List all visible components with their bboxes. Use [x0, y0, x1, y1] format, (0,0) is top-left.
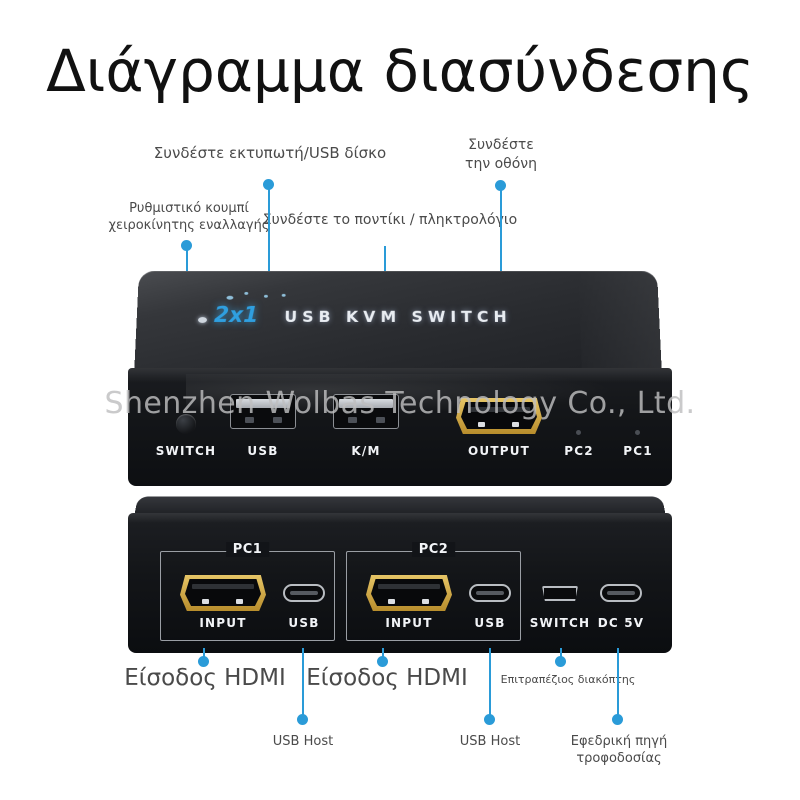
leader-dot-usb-host-1: [297, 714, 308, 725]
front-usb-label: USB: [247, 444, 279, 458]
leader-line-backup-power: [617, 648, 619, 720]
rear-switch-port[interactable]: [542, 586, 578, 601]
rear-pc2-usb-label: USB: [474, 616, 506, 630]
leader-line-hdmi-input-1: [203, 648, 205, 662]
usb-tongue: [339, 399, 393, 408]
rear-pc1-hdmi-input-port[interactable]: [180, 575, 266, 611]
leader-dot-usb-host-2: [484, 714, 495, 725]
callout-printer-usb: Συνδέστε εκτυπωτή/USB δίσκο: [153, 144, 387, 162]
kvm-switch-top-unit: 2x1 USB KVM SWITCH SWITCH USB K/M: [128, 268, 672, 486]
usb-c-inner: [476, 591, 504, 595]
usb-c-inner: [607, 591, 635, 595]
callout-hdmi-input-1: Είσοδος HDMI: [124, 665, 286, 691]
rear-pc1-input-label: INPUT: [199, 616, 247, 630]
led-speck-3: [263, 294, 268, 298]
rear-pc2-input-label: INPUT: [385, 616, 433, 630]
callout-hdmi-input-2: Είσοδος HDMI: [306, 665, 468, 691]
device-top-surface: 2x1 USB KVM SWITCH: [134, 270, 662, 376]
leader-dot-hdmi-input-1: [198, 656, 209, 667]
hdmi-cavity: [185, 579, 261, 606]
callout-manual-switch-button: Ρυθμιστικό κουμπί χειροκίνητης εναλλαγής: [108, 201, 270, 233]
rear-group-pc1-label: PC1: [225, 542, 270, 557]
rear-switch-label: SWITCH: [529, 616, 591, 630]
leader-dot-monitor-top: [495, 180, 506, 191]
leader-dot-desktop-switch: [555, 656, 566, 667]
device-rear-panel: PC1 INPUT USB PC2: [128, 513, 672, 653]
leader-line-usb-host-2: [489, 648, 491, 720]
usb-pin-right: [273, 417, 282, 423]
hdmi-nub-right: [236, 599, 243, 604]
leader-dot-hdmi-input-2: [377, 656, 388, 667]
callout-backup-power: Εφεδρική πηγή τροφοδοσίας: [570, 734, 668, 766]
rear-pc1-usb-port[interactable]: [283, 584, 325, 602]
led-speck-2: [244, 291, 249, 295]
front-hdmi-output-port[interactable]: [456, 398, 542, 434]
usb-c-inner: [290, 591, 318, 595]
hdmi-slot: [378, 584, 440, 589]
leader-dot-backup-power: [612, 714, 623, 725]
front-km-port[interactable]: [333, 394, 399, 429]
leader-line-desktop-switch: [560, 648, 562, 662]
callout-desktop-switch: Επιτραπέζιος διακόπτης: [500, 673, 636, 686]
hdmi-cavity: [461, 402, 537, 429]
leader-line-usb-host-1: [302, 648, 304, 720]
front-switch-button[interactable]: [176, 414, 196, 434]
front-switch-label: SWITCH: [155, 444, 217, 458]
rear-pc1-usb-label: USB: [288, 616, 320, 630]
hdmi-nub-left: [202, 599, 209, 604]
page-title: Διάγραμμα διασύνδεσης: [46, 37, 754, 105]
hdmi-cavity: [371, 579, 447, 606]
rear-pc2-usb-port[interactable]: [469, 584, 511, 602]
usb-tongue: [236, 399, 290, 408]
rear-group-pc2-label: PC2: [411, 542, 456, 557]
front-output-label: OUTPUT: [467, 444, 531, 458]
device-brand-label: USB KVM SWITCH: [284, 307, 512, 326]
rear-dc5v-port[interactable]: [600, 584, 642, 602]
front-pc1-led: [635, 430, 640, 435]
rear-group-pc2: PC2: [346, 542, 521, 641]
front-pc2-led: [576, 430, 581, 435]
leader-dot-manual-switch-top: [181, 240, 192, 251]
callout-usb-host-2: USB Host: [459, 734, 521, 749]
front-km-label: K/M: [351, 444, 381, 458]
hdmi-nub-left: [478, 422, 485, 427]
led-speck-1: [226, 295, 234, 300]
rear-pc2-hdmi-input-port[interactable]: [366, 575, 452, 611]
hdmi-nub-right: [422, 599, 429, 604]
led-speck-4: [281, 293, 286, 297]
leader-line-hdmi-input-2: [382, 648, 384, 662]
usb-pin-right: [376, 417, 385, 423]
hdmi-slot: [192, 584, 254, 589]
usb-pin-left: [245, 417, 254, 423]
usb-pin-left: [348, 417, 357, 423]
callout-monitor: Συνδέστε την οθόνη: [465, 137, 537, 172]
hdmi-nub-left: [388, 599, 395, 604]
leader-dot-printer-usb-top: [263, 179, 274, 190]
hdmi-nub-right: [512, 422, 519, 427]
device-front-panel: SWITCH USB K/M OU: [128, 368, 672, 486]
hdmi-slot: [468, 407, 530, 412]
rear-dc5v-label: DC 5V: [597, 616, 645, 630]
front-pc2-label: PC2: [564, 444, 594, 458]
front-pc1-label: PC1: [623, 444, 653, 458]
kvm-switch-rear-unit: PC1 INPUT USB PC2: [128, 495, 672, 653]
front-usb-port[interactable]: [230, 394, 296, 429]
rear-group-pc1: PC1: [160, 542, 335, 641]
callout-mouse-keyboard: Συνδέστε το ποντίκι / πληκτρολόγιο: [262, 212, 518, 228]
callout-usb-host-1: USB Host: [272, 734, 334, 749]
